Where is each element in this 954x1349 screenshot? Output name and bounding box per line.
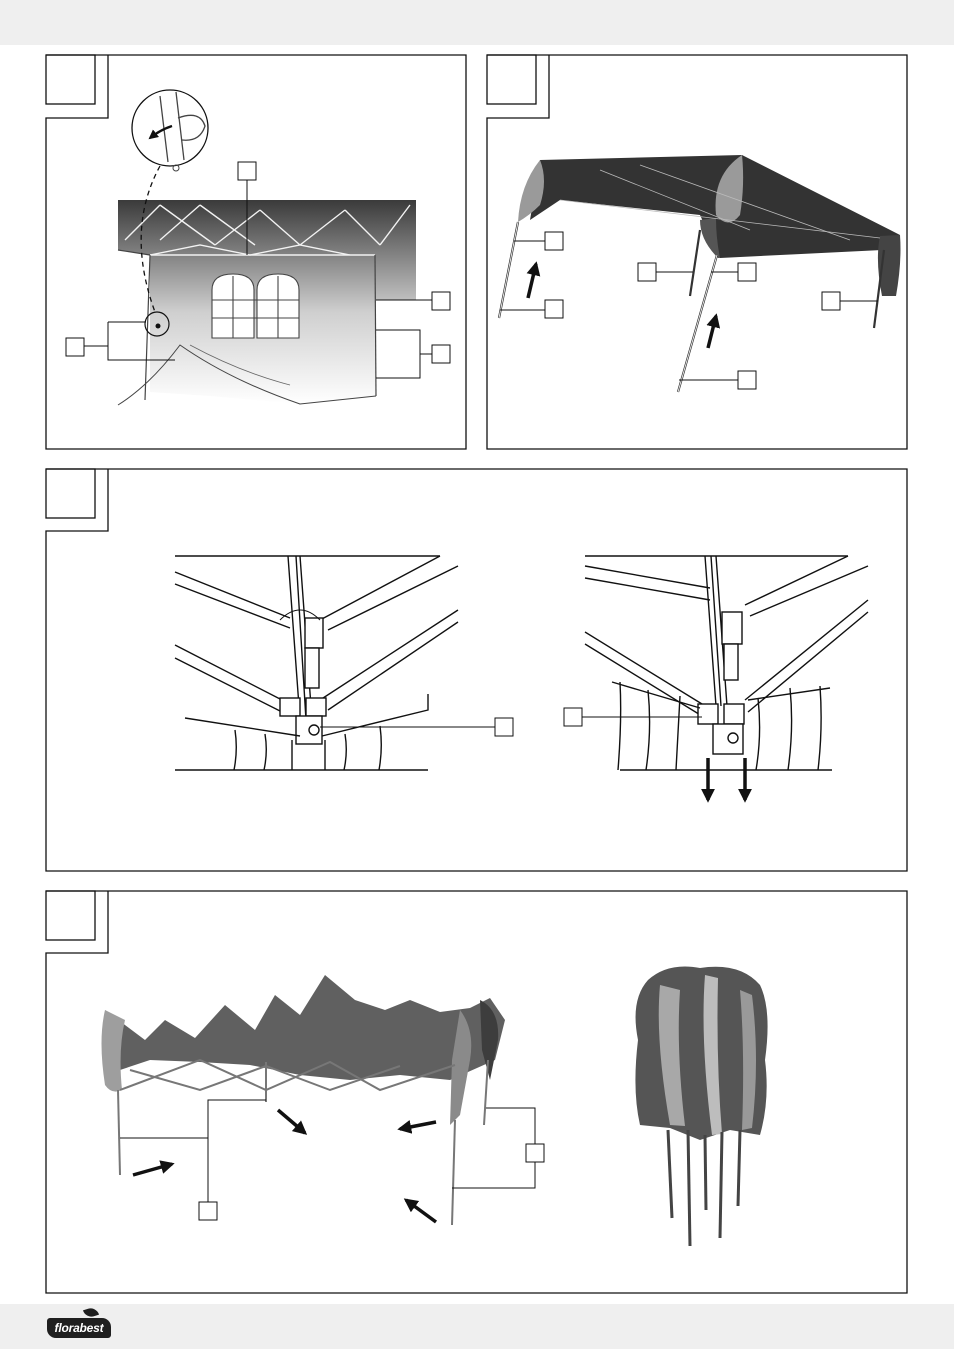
panel-d xyxy=(45,890,908,1294)
footer-band xyxy=(0,1304,954,1349)
callout-box xyxy=(737,262,757,282)
arrow-inward-icon xyxy=(276,1108,308,1135)
arrow-up-icon xyxy=(706,313,721,349)
step-number-box xyxy=(45,890,96,941)
callout-box xyxy=(237,161,257,181)
callout-box xyxy=(494,717,514,737)
callout-box xyxy=(198,1201,218,1221)
arrow-inward-icon xyxy=(397,1119,437,1134)
arrow-inward-icon xyxy=(132,1160,175,1177)
canopy-top xyxy=(530,155,900,258)
panel-a xyxy=(45,54,467,450)
wall-window xyxy=(211,273,300,339)
callout-box xyxy=(563,707,583,727)
joint-drawing-left xyxy=(174,555,459,771)
hook-ring xyxy=(144,311,170,337)
canopy-collapsing xyxy=(101,975,505,1125)
callout-box xyxy=(544,231,564,251)
step-number-box xyxy=(45,54,96,105)
step-number-box xyxy=(45,468,96,519)
callout-box xyxy=(65,337,85,357)
brand-logo: florabest xyxy=(47,1318,111,1338)
callout-box xyxy=(544,299,564,319)
arrow-inward-icon xyxy=(403,1198,438,1224)
hook-detail-magnifier xyxy=(131,89,209,172)
callout-box xyxy=(431,291,451,311)
callout-box xyxy=(821,291,841,311)
curved-arrow-icon xyxy=(148,124,173,140)
frame-legs xyxy=(117,1058,489,1226)
callout-box xyxy=(525,1143,545,1163)
step-number-box xyxy=(486,54,537,105)
callout-box xyxy=(431,344,451,364)
panel-b xyxy=(486,54,908,450)
roof-frame xyxy=(124,204,411,256)
joint-drawing-right xyxy=(584,555,869,771)
callout-box xyxy=(737,370,757,390)
canopy-folded xyxy=(635,966,768,1247)
arrow-up-icon xyxy=(526,261,541,299)
callout-box xyxy=(637,262,657,282)
panel-c xyxy=(45,468,908,872)
header-band xyxy=(0,0,954,45)
